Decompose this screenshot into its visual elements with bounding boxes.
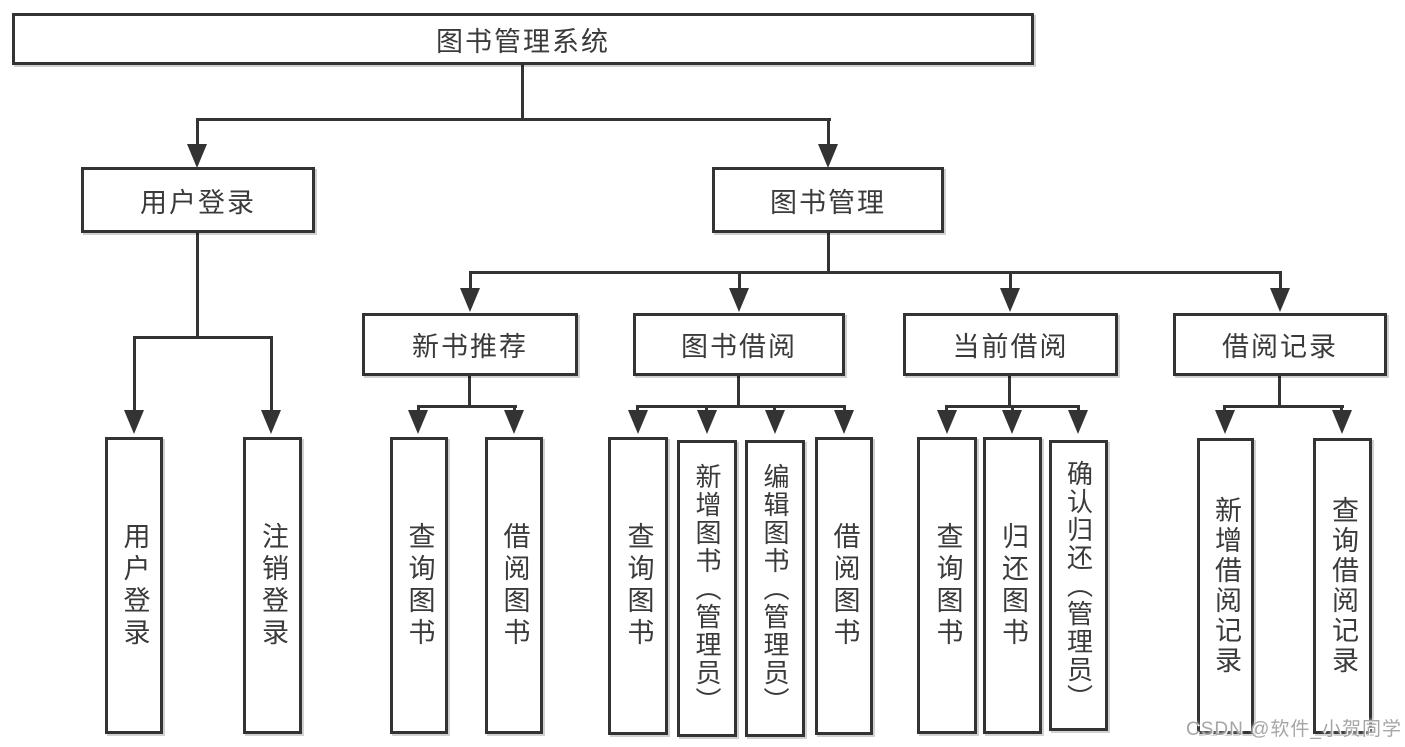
connector-drop-user-login [196,118,199,147]
leaf-rec-borrow-book-label: 借阅图书 [499,521,530,650]
node-book-mgmt: 图书管理 [712,167,944,233]
connector-user-stub [196,231,199,338]
leaf-bor-query-book: 查询图书 [608,437,668,735]
arrowhead-borrow [729,288,749,312]
leaf-logout-label: 注销登录 [258,521,288,650]
leaf-cur-query-book-label: 查询图书 [932,521,963,650]
connector-records-stub [1278,374,1281,408]
arrowhead-current [1000,288,1020,312]
arrowhead-bor-2 [697,410,717,434]
arrowhead-rcd-1 [1215,410,1235,434]
leaf-user-login: 用户登录 [105,437,163,734]
leaf-bor-borrow-book: 借阅图书 [815,437,873,735]
leaf-bor-edit-book-admin: 编辑图书（管理员） [745,440,805,737]
connector-drop-cur-2 [1011,405,1014,414]
connector-drop-cur-1 [945,405,948,414]
leaf-rcd-query-record-label: 查询借阅记录 [1328,496,1358,676]
arrowhead-cur-1 [937,410,957,434]
connector-drop-user-child-2 [270,336,273,412]
connector-current-stub [1008,374,1011,408]
connector-book-stub [827,231,830,274]
connector-drop-bor-4 [843,405,846,414]
node-book-borrow: 图书借阅 [633,313,845,376]
connector-root-stub [521,63,524,120]
arrowhead-recommend [460,288,480,312]
leaf-bor-edit-book-admin-label: 编辑图书（管理员） [760,462,790,715]
leaf-bor-borrow-book-label: 借阅图书 [829,522,860,650]
leaf-rcd-add-record: 新增借阅记录 [1197,438,1254,734]
leaf-user-login-label: 用户登录 [119,521,150,650]
connector-drop-recommend [469,271,472,290]
leaf-bor-add-book-admin-label: 新增图书（管理员） [692,462,722,715]
node-borrow-records-label: 借阅记录 [1222,332,1338,362]
leaf-cur-query-book: 查询图书 [917,437,977,734]
leaf-cur-confirm-return-admin-label: 确认归还（管理员） [1063,459,1094,712]
arrowhead-records [1270,288,1290,312]
leaf-cur-confirm-return-admin: 确认归还（管理员） [1049,440,1108,731]
arrowhead-book-mgmt [818,144,838,168]
arrowhead-rec-2 [504,410,524,434]
leaf-rec-query-book: 查询图书 [390,437,448,734]
node-current-borrow-label: 当前借阅 [952,332,1069,362]
arrowhead-bor-4 [834,410,854,434]
arrowhead-bor-3 [765,410,785,434]
connector-drop-book-mgmt [827,118,830,147]
leaf-rcd-query-record: 查询借阅记录 [1313,438,1372,734]
connector-user-rail [133,336,273,339]
node-new-book-recommend-label: 新书推荐 [412,332,528,362]
connector-borrow-stub [737,374,740,408]
node-root-label: 图书管理系统 [436,26,610,57]
leaf-bor-query-book-label: 查询图书 [623,522,654,650]
leaf-cur-return-book: 归还图书 [983,437,1042,734]
connector-recommend-stub [468,374,471,408]
arrowhead-rec-1 [408,410,428,434]
connector-drop-current [1009,271,1012,290]
csdn-watermark: CSDN @软件_小贺同学 [1186,719,1402,740]
node-current-borrow: 当前借阅 [903,313,1118,376]
node-book-mgmt-label: 图书管理 [770,187,886,218]
connector-drop-bor-1 [636,405,639,414]
connector-level3-rail [469,271,1282,274]
arrowhead-cur-2 [1002,410,1022,434]
node-root: 图书管理系统 [12,13,1034,65]
leaf-rcd-add-record-label: 新增借阅记录 [1211,496,1241,676]
connector-drop-bor-2 [705,405,708,414]
arrowhead-bor-1 [628,410,648,434]
connector-drop-records [1279,271,1282,290]
arrowhead-user-child-2 [261,410,281,434]
connector-drop-user-child-1 [133,336,136,412]
arrowhead-user-child-1 [124,410,144,434]
node-borrow-records: 借阅记录 [1173,313,1387,376]
leaf-logout: 注销登录 [243,437,302,734]
connector-borrow-rail [636,405,846,408]
arrowhead-cur-3 [1068,410,1088,434]
arrowhead-rcd-2 [1332,410,1352,434]
leaf-bor-add-book-admin: 新增图书（管理员） [677,440,737,737]
arrowhead-user-login [187,144,207,168]
connector-drop-rcd-1 [1223,405,1226,414]
leaf-rec-borrow-book: 借阅图书 [485,437,543,734]
connector-drop-rcd-2 [1340,405,1343,414]
leaf-cur-return-book-label: 归还图书 [998,521,1028,650]
node-user-login-label: 用户登录 [140,187,256,218]
connector-drop-borrow [738,271,741,290]
connector-drop-rec-2 [513,405,516,414]
connector-drop-rec-1 [417,405,420,414]
node-new-book-recommend: 新书推荐 [362,313,578,376]
leaf-rec-query-book-label: 查询图书 [404,521,435,650]
connector-drop-cur-3 [1077,405,1080,414]
connector-records-rail [1223,405,1344,408]
connector-drop-bor-3 [773,405,776,414]
connector-level2-rail [196,118,831,121]
node-user-login: 用户登录 [81,167,315,233]
connector-recommend-rail [417,405,517,408]
node-book-borrow-label: 图书借阅 [681,332,797,362]
